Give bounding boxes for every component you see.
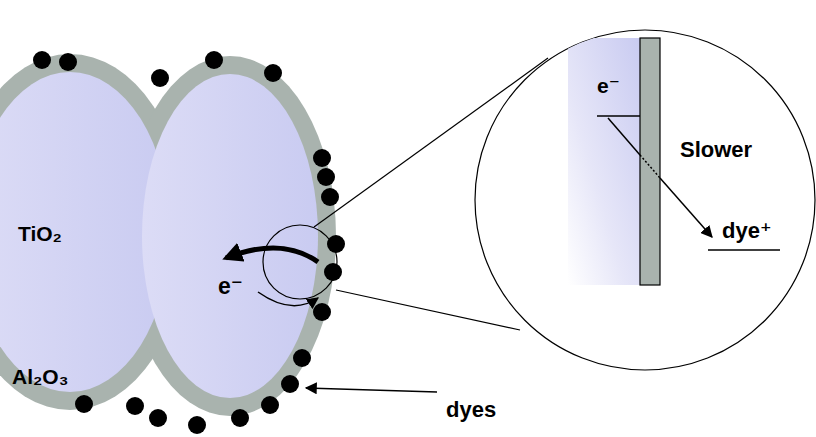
titania-core: [0, 72, 318, 398]
dye-label: dye⁺: [722, 219, 772, 243]
zoom-energy-diagram: [568, 38, 780, 285]
zoom-circle: [475, 30, 815, 370]
dye-dots: [33, 51, 345, 434]
alumina-shell: [0, 54, 336, 416]
pointer-label: dyes: [446, 398, 496, 422]
electron-label: e⁻: [218, 274, 243, 299]
electron-label: e⁻: [597, 74, 620, 97]
zoom-line: [336, 290, 520, 330]
material-label: TiO₂: [18, 222, 62, 245]
recombination-arrow: [258, 292, 318, 306]
zoom-spot: [263, 225, 337, 299]
pointer-arrow: [306, 388, 437, 392]
material-label: Al₂O₃: [12, 365, 68, 388]
rate-label: Slower: [680, 138, 752, 162]
injection-arrow: [226, 248, 318, 262]
